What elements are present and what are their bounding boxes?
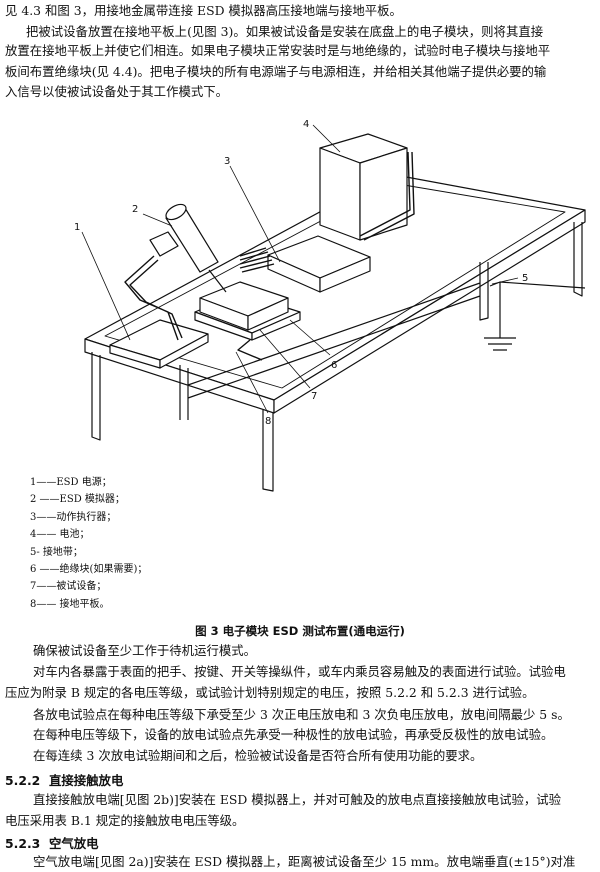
device-under-test [199, 281, 289, 331]
actuator [267, 235, 371, 293]
body-line-5: 在每种电压等级下，设备的放电试验点先承受一种极性的放电试验，再承受反极性的放电试… [33, 727, 554, 742]
body-line-3: 压应为附录 B 规定的各电压等级，或试验计划特别规定的电压，按照 5.2.2 和… [5, 685, 535, 700]
legend-item: 2 ——ESD 模拟器； [30, 494, 125, 506]
figure-legend: 1——ESD 电源； 2 ——ESD 模拟器； 3——动作执行器； 4—— 电池… [30, 474, 147, 613]
intro-line-4: 板间布置绝缘块(见 4.4)。把电子模块的所有电源端子与电源相连，并给相关其他端… [5, 64, 547, 79]
leader-lines [81, 124, 519, 414]
ground-plane [104, 182, 566, 389]
section-heading-522: 5.2.2 直接接触放电 [5, 771, 123, 789]
section-522-line-2: 电压采用表 B.1 规定的接触放电电压等级。 [5, 813, 245, 828]
esd-power-supply [109, 319, 209, 369]
body-line-1: 确保被试设备至少工作于待机运行模式。 [33, 643, 257, 658]
callout-8: 8 [265, 416, 271, 427]
callout-5: 5 [522, 273, 528, 284]
section-number: 5.2.3 [5, 836, 41, 851]
table-legs [91, 222, 583, 492]
section-title: 直接接触放电 [49, 773, 124, 788]
legend-item: 8—— 接地平板。 [30, 598, 110, 610]
cables [124, 151, 415, 361]
section-heading-523: 5.2.3 空气放电 [5, 834, 99, 852]
table-side-edge [273, 209, 586, 414]
body-line-2: 对车内各暴露于表面的把手、按键、开关等操纵件，或车内乘员容易触及的表面进行试验。… [33, 664, 566, 679]
esd-simulator [149, 203, 227, 293]
body-line-4: 各放电试验点在每种电压等级下承受至少 3 次正电压放电和 3 次负电压放电，放电… [33, 707, 570, 722]
section-title: 空气放电 [49, 836, 99, 851]
callout-2: 2 [132, 204, 138, 215]
body-line-6: 在每连续 3 次放电试验期间和之后，检验被试设备是否符合所有使用功能的要求。 [33, 748, 483, 763]
section-522-line-1: 直接接触放电端[见图 2b)]安装在 ESD 模拟器上，并对可触及的放电点直接接… [33, 792, 562, 807]
callout-3: 3 [224, 156, 230, 167]
legend-item: 6 ——绝缘块(如果需要)； [30, 564, 148, 576]
legend-item: 7——被试设备； [30, 581, 107, 593]
intro-line-1: 见 4.3 和图 3，用接地金属带连接 ESD 模拟器高压接地端与接地平板。 [5, 3, 402, 18]
intro-line-5: 入信号以使被试设备处于其工作模式下。 [5, 84, 229, 99]
ground-strap [484, 281, 586, 351]
section-number: 5.2.2 [5, 773, 41, 788]
figure-caption: 图 3 电子模块 ESD 测试布置(通电运行) [195, 624, 405, 638]
section-523-line-1: 空气放电端[见图 2a)]安装在 ESD 模拟器上，距离被试设备至少 15 mm… [33, 854, 576, 869]
legend-item: 1——ESD 电源； [30, 477, 112, 488]
intro-line-2: 把被试设备放置在接地平板上(见图 3)。如果被试设备是安装在底盘上的电子模块，则… [26, 24, 544, 39]
callout-6: 6 [331, 360, 337, 371]
intro-line-3: 放置在接地平板上并使它们相连。如果电子模块正常安装时是与地绝缘的，试验时电子模块… [5, 43, 551, 58]
callout-7: 7 [311, 391, 317, 402]
legend-item: 5- 接地带； [30, 546, 83, 558]
callout-4: 4 [303, 119, 309, 130]
legend-item: 4—— 电池； [30, 529, 90, 541]
legend-item: 3——动作执行器； [30, 511, 117, 523]
callout-1: 1 [74, 222, 80, 233]
